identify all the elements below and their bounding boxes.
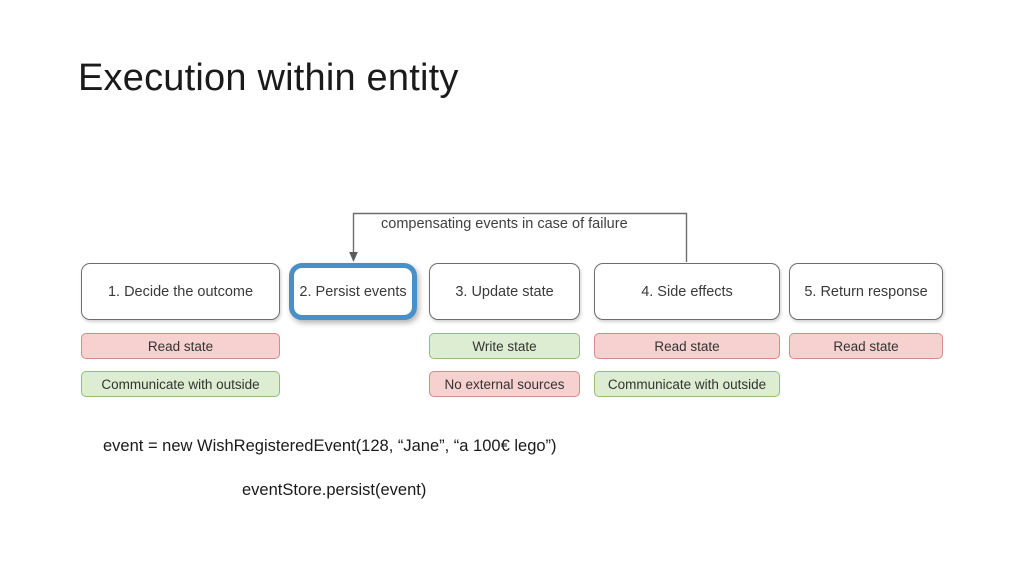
tag-col1-read-state: Read state: [81, 333, 280, 359]
code-line-event-construction: event = new WishRegisteredEvent(128, “Ja…: [103, 437, 557, 455]
step-box-4-side-effects[interactable]: 4. Side effects: [594, 263, 780, 320]
page-title: Execution within entity: [78, 57, 459, 99]
tag-label: Communicate with outside: [101, 376, 260, 392]
step-box-label: 2. Persist events: [299, 283, 407, 300]
compensating-events-label: compensating events in case of failure: [381, 216, 628, 232]
tag-col1-communicate-with-outside: Communicate with outside: [81, 371, 280, 397]
tag-col4-communicate-with-outside: Communicate with outside: [594, 371, 780, 397]
step-box-2-persist-events[interactable]: 2. Persist events: [289, 263, 417, 320]
step-box-label: 1. Decide the outcome: [107, 283, 254, 300]
code-line-event-store-persist: eventStore.persist(event): [242, 481, 427, 499]
tag-col3-write-state: Write state: [429, 333, 580, 359]
step-box-label: 4. Side effects: [641, 283, 733, 300]
tag-label: Write state: [472, 338, 537, 354]
step-box-label: 5. Return response: [804, 283, 928, 300]
tag-label: Communicate with outside: [607, 376, 767, 392]
tag-label: Read state: [147, 338, 214, 354]
tag-label: Read state: [654, 338, 720, 354]
tag-col5-read-state: Read state: [789, 333, 943, 359]
step-box-3-update-state[interactable]: 3. Update state: [429, 263, 580, 320]
tag-label: No external sources: [444, 376, 565, 392]
tag-label: Read state: [833, 338, 899, 354]
tag-col3-no-external-sources: No external sources: [429, 371, 580, 397]
tag-col4-read-state: Read state: [594, 333, 780, 359]
step-box-5-return-response[interactable]: 5. Return response: [789, 263, 943, 320]
step-box-1-decide-the-outcome[interactable]: 1. Decide the outcome: [81, 263, 280, 320]
step-box-label: 3. Update state: [455, 283, 554, 300]
